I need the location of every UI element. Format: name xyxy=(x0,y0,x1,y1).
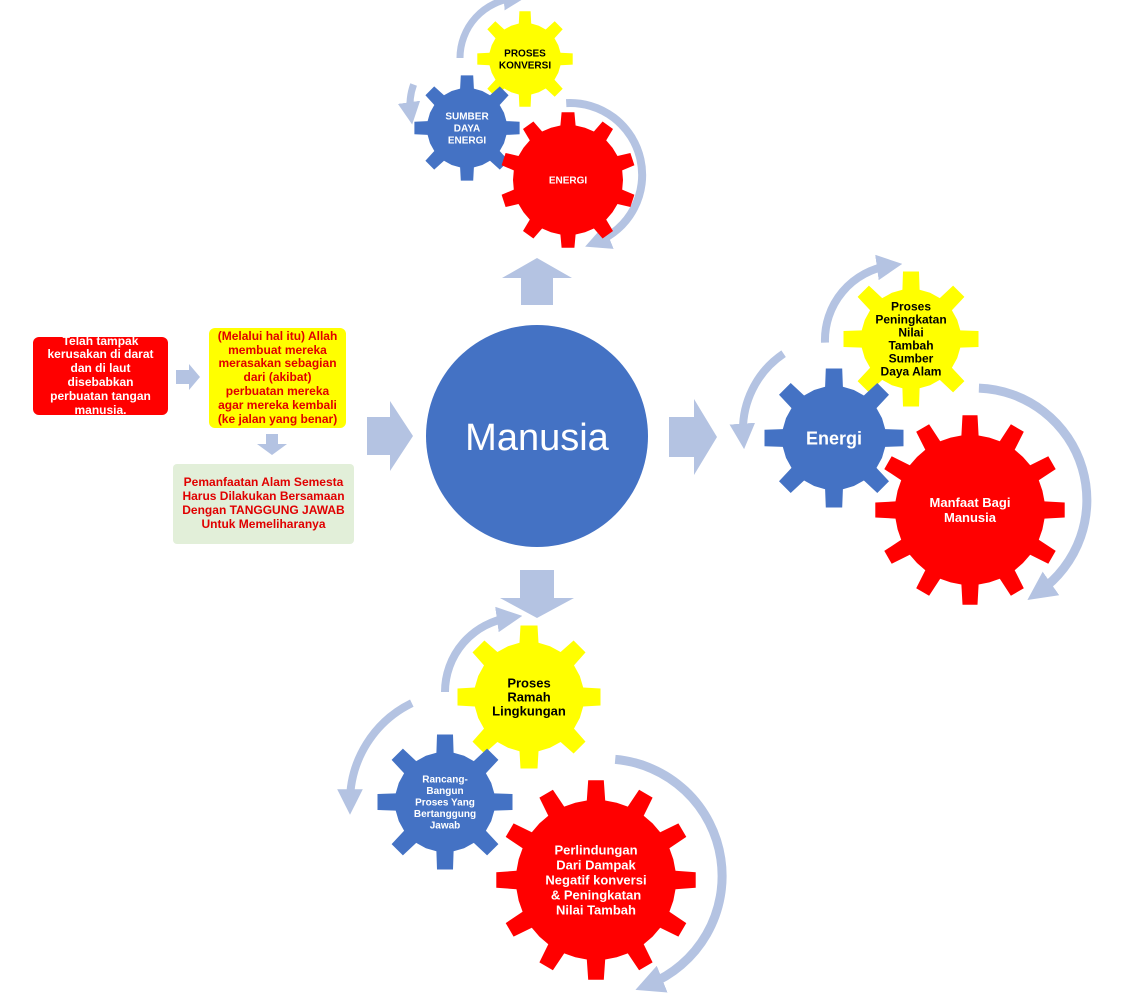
gear-bottom-blue-label: Rancang- xyxy=(422,775,468,786)
cycle-arrow-top-upper xyxy=(456,0,526,59)
gear-top-blue-label: SUMBER xyxy=(445,112,489,123)
statement-consequence-text: (Melalui hal itu) Allah membuat mereka m… xyxy=(217,328,338,426)
center-node: Manusia xyxy=(426,325,648,547)
center-label: Manusia xyxy=(465,417,609,459)
gear-top-red-shape xyxy=(501,112,635,248)
gear-right-yellow-label: Sumber xyxy=(889,352,934,366)
statement-box-damage: Telah tampak kerusakan di darat dan di l… xyxy=(33,333,168,417)
gear-bottom-blue-label: Proses Yang xyxy=(415,798,475,809)
gear-bottom-yellow-label: Lingkungan xyxy=(492,704,566,719)
statement-box-responsibility: Pemanfaatan Alam Semesta Harus Dilakukan… xyxy=(173,464,354,544)
gear-bottom-red-label: Dari Dampak xyxy=(556,858,636,873)
gear-right-yellow-label: Daya Alam xyxy=(881,365,942,379)
gear-right-yellow-label: Peningkatan xyxy=(875,313,946,327)
gear-bottom-red-label: Perlindungan xyxy=(554,843,637,858)
gear-right-yellow-label: Proses xyxy=(891,300,931,314)
statement-box-consequence: (Melalui hal itu) Allah membuat mereka m… xyxy=(209,328,346,428)
statement-damage-text: Telah tampak kerusakan di darat dan di l… xyxy=(47,333,154,417)
arrow-up xyxy=(502,258,572,305)
gear-bottom-yellow-label: Proses xyxy=(507,676,550,691)
gear-right-blue-shape xyxy=(764,368,904,508)
gear-top-red-label: ENERGI xyxy=(549,176,588,187)
cycle-arrow-right-outer xyxy=(978,383,1092,600)
center-circle xyxy=(426,325,648,547)
cycle-arrow-top-outer xyxy=(565,99,647,249)
gear-bottom-blue-label: Bertanggung xyxy=(414,809,476,820)
flow-arrows xyxy=(176,0,1092,993)
gear-right-red-label: Manusia xyxy=(944,510,997,525)
statement-responsibility-text: Pemanfaatan Alam Semesta Harus Dilakukan… xyxy=(182,475,345,531)
gear-right-yellow-label: Tambah xyxy=(888,339,933,353)
gear-right-blue-label: Energi xyxy=(806,428,862,448)
gear-bottom-red-label: Negatif konversi xyxy=(545,873,646,888)
cycle-arrow-bottom-outer xyxy=(614,754,727,993)
gear-top-blue-label: DAYA xyxy=(454,124,481,135)
gear-bottom-yellow-shape xyxy=(457,625,601,769)
arrow-right xyxy=(669,399,717,475)
gear-right-yellow-shape xyxy=(843,271,979,407)
arrow-yellow-to-green xyxy=(257,434,287,455)
cycle-arrow-top-left xyxy=(397,83,421,125)
gear-bottom-yellow-label: Ramah xyxy=(507,690,550,705)
gear-right-blue: Energi xyxy=(764,368,904,508)
gear-bottom-blue-label: Jawab xyxy=(430,821,461,832)
gears: PROSESKONVERSISUMBERDAYAENERGIENERGIPros… xyxy=(377,11,1065,980)
cycle-arrow-bottom-upper xyxy=(441,606,523,693)
gear-bottom-red-label: & Peningkatan xyxy=(551,888,641,903)
cycle-arrow-right-upper xyxy=(820,254,903,343)
gear-top-yellow-label: KONVERSI xyxy=(499,61,551,72)
gear-right-yellow-label: Nilai xyxy=(898,326,923,340)
gear-top-yellow-shape xyxy=(477,11,573,107)
arrow-to-center xyxy=(367,401,413,471)
arrow-red-to-yellow xyxy=(176,364,200,390)
gear-right-red-shape xyxy=(875,415,1065,605)
gear-bottom-blue-shape xyxy=(377,734,513,870)
gear-bottom-red-shape xyxy=(496,780,696,980)
cycle-arrow-bottom-left xyxy=(337,699,414,815)
gear-top-blue-label: ENERGI xyxy=(448,136,487,147)
gear-top-red: ENERGI xyxy=(501,112,635,248)
arrow-down xyxy=(500,570,574,618)
gear-top-yellow-label: PROSES xyxy=(504,49,546,60)
gear-bottom-red-label: Nilai Tambah xyxy=(556,903,636,918)
gear-bottom-blue-label: Bangun xyxy=(426,786,463,797)
cycle-arrow-right-left xyxy=(729,350,786,450)
gear-right-red-label: Manfaat Bagi xyxy=(930,495,1011,510)
gear-top-blue-shape xyxy=(414,75,520,181)
